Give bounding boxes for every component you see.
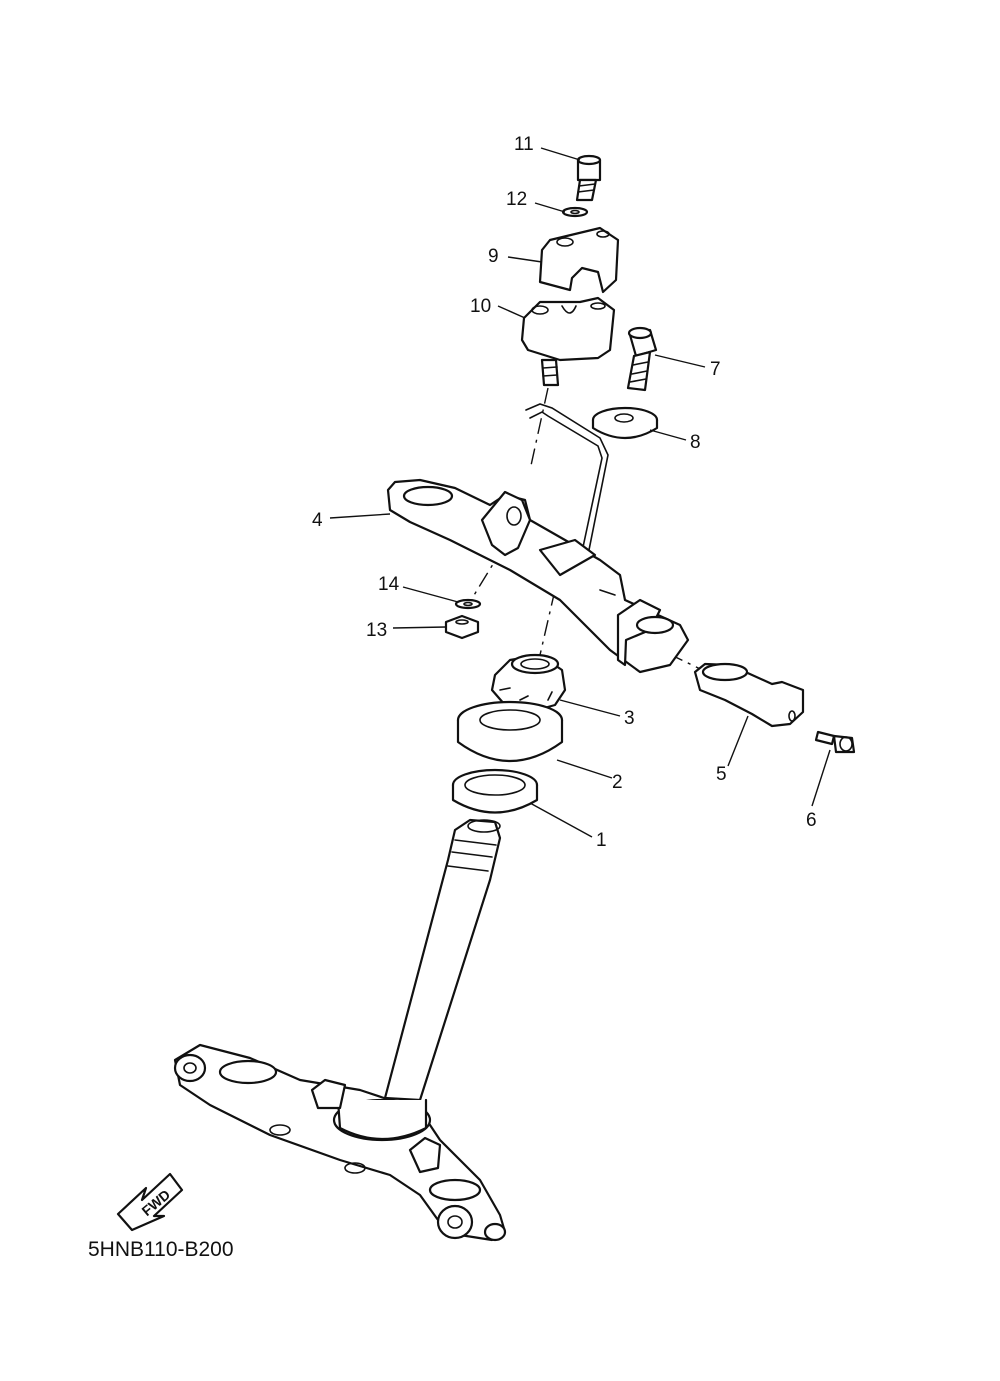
- part-4-upper-bracket: [386, 478, 690, 674]
- callout-12: 12: [506, 189, 527, 210]
- part-3-ring-nut: [490, 653, 567, 714]
- part-13-nut: [444, 614, 480, 640]
- part-12-washer: [561, 206, 589, 218]
- part-14-washer: [454, 598, 482, 610]
- callout-8: 8: [690, 432, 701, 453]
- part-2-dust-seal: [456, 700, 564, 762]
- callout-11: 11: [514, 134, 534, 155]
- callout-10: 10: [470, 296, 491, 317]
- part-11-bolt: [575, 154, 602, 202]
- callout-13: 13: [366, 620, 387, 641]
- callout-14: 14: [378, 574, 400, 595]
- steering-stem-lower-bracket: [173, 818, 507, 1242]
- part-6-bolt: [814, 730, 856, 754]
- callout-4: 4: [312, 510, 323, 531]
- callout-2: 2: [612, 772, 623, 793]
- callout-3: 3: [624, 708, 635, 729]
- callout-1: 1: [596, 830, 607, 851]
- part-10-lower-holder: [520, 296, 616, 387]
- leader-lines: [329, 147, 831, 838]
- callout-7: 7: [710, 359, 721, 380]
- diagram-code: 5HNB110-B200: [88, 1238, 234, 1261]
- callout-labels: 11 12 9 10 7 8 4 14 13 3 2 1 5 6: [312, 134, 817, 851]
- part-1-bearing: [451, 768, 539, 814]
- callout-9: 9: [488, 246, 499, 267]
- part-8-washer: [591, 406, 659, 439]
- callout-5: 5: [716, 764, 727, 785]
- fwd-arrow-icon: FWD: [116, 1172, 184, 1232]
- callout-6: 6: [806, 810, 817, 831]
- part-5-bracket: [693, 662, 805, 728]
- part-7-bolt: [626, 326, 658, 392]
- part-9-upper-holder: [538, 226, 620, 294]
